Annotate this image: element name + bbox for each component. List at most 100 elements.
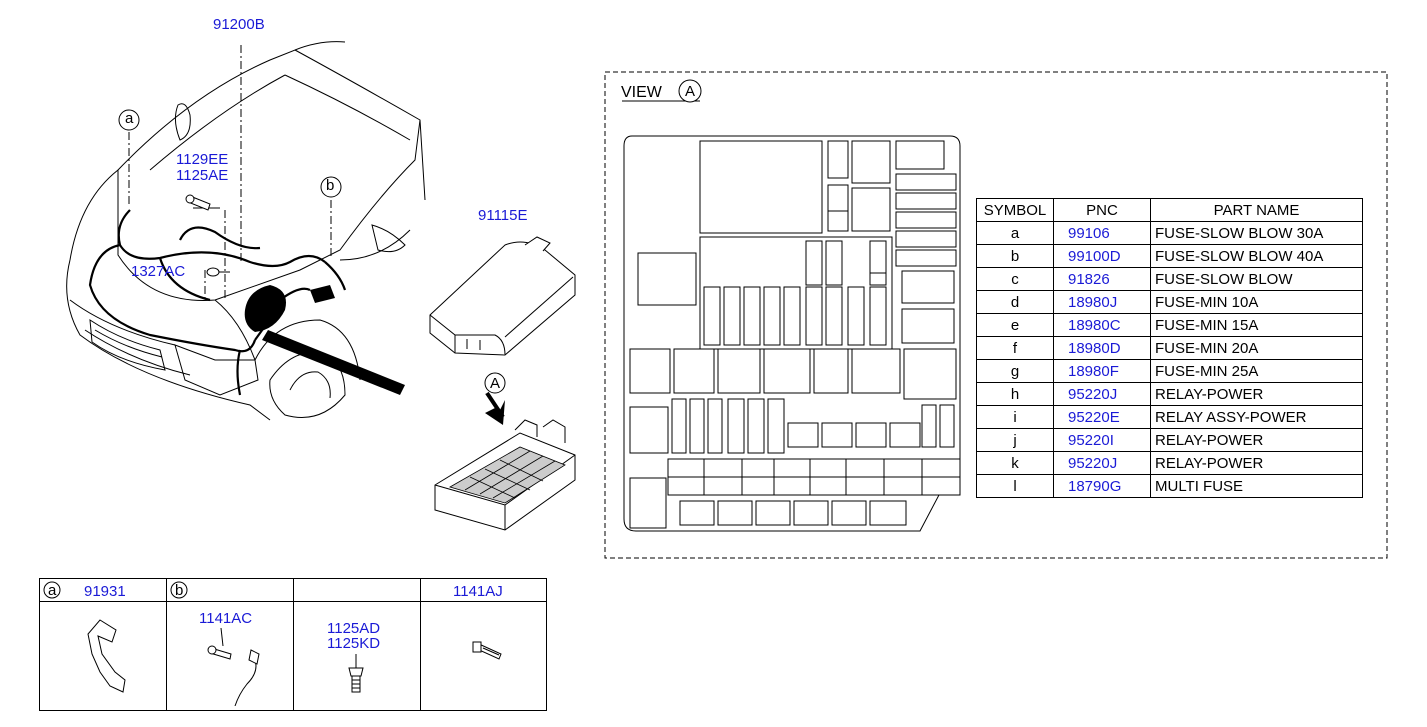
row-name: MULTI FUSE [1150,474,1363,498]
svg-text:c: c [866,426,873,442]
callout-b-circle [320,176,342,198]
row-pnc: 18980C [1053,313,1151,337]
bolt-pnc-1: 1129EE [176,151,229,168]
bolt-pnc-2: 1125AE [176,167,229,184]
bracket-icon [87,619,126,693]
svg-text:f: f [711,416,715,432]
row-symbol: k [976,451,1054,475]
bottom-col4-header: 1141AJ [420,578,547,602]
bottom-parts-table: a 91931 b 1141AJ 1141AC [39,578,547,711]
callout-b: b [326,177,335,194]
svg-text:k: k [871,362,879,378]
row-name: RELAY-POWER [1150,382,1363,406]
car-harness-illustration [66,41,426,421]
svg-text:e: e [916,193,924,209]
svg-text:e: e [675,416,683,432]
svg-text:h: h [922,272,930,288]
row-pnc: 95220J [1053,451,1151,475]
row-pnc: 95220E [1053,405,1151,429]
svg-text:e: e [727,302,735,318]
view-marker: A [490,375,501,392]
svg-text:f: f [772,416,776,432]
row-pnc: 18980F [1053,359,1151,383]
svg-text:l: l [756,462,759,478]
bottom-col4-pnc: 1141AJ [453,583,503,600]
svg-text:a: a [768,504,776,520]
svg-text:d: d [916,231,924,247]
row-name: FUSE-MIN 15A [1150,313,1363,337]
svg-text:i: i [692,362,695,378]
row-symbol: f [976,336,1054,360]
row-pnc: 18980J [1053,290,1151,314]
svg-text:e: e [830,249,838,265]
row-symbol: c [976,267,1054,291]
harness-pnc: 91200B [213,16,265,33]
bottom-col4-body [420,601,547,711]
svg-text:j: j [923,286,927,302]
row-symbol: d [976,290,1054,314]
view-symbol: A [685,83,696,100]
row-symbol: e [976,313,1054,337]
svg-text:b: b [806,504,814,520]
bottom-col3-header [293,578,421,602]
row-pnc: 18790G [1053,474,1151,498]
svg-text:l: l [826,462,829,478]
svg-text:c: c [900,426,907,442]
bottom-col3-pnc-1: 1125AD [327,620,381,637]
row-pnc: 95220I [1053,428,1151,452]
svg-text:d: d [810,249,818,265]
callout-a: a [125,110,134,127]
row-name: RELAY-POWER [1150,451,1363,475]
svg-text:a: a [692,504,700,520]
ground-bolt-icon [207,627,260,706]
svg-text:l: l [863,462,866,478]
row-symbol: h [976,382,1054,406]
svg-text:k: k [826,362,834,378]
svg-text:d: d [787,302,795,318]
svg-text:g: g [833,153,841,169]
svg-text:d: d [923,419,931,435]
row-pnc: 99100D [1053,244,1151,268]
svg-text:d: d [767,302,775,318]
row-name: RELAY ASSY-POWER [1150,405,1363,429]
view-a-frame [604,71,1388,559]
row-symbol: a [976,221,1054,245]
svg-text:f: f [810,302,814,318]
svg-text:h: h [922,318,930,334]
svg-text:j: j [644,422,648,438]
svg-text:l: l [901,462,904,478]
svg-text:d: d [851,302,859,318]
row-pnc: 18980D [1053,336,1151,360]
bottom-col2-header: b [166,578,294,602]
svg-text:b: b [730,504,738,520]
row-name: FUSE-MIN 25A [1150,359,1363,383]
header-pnc: PNC [1053,198,1151,222]
row-pnc: 99106 [1053,221,1151,245]
svg-text:c: c [832,426,839,442]
bolt-icon [472,641,502,660]
row-name: FUSE-SLOW BLOW [1150,267,1363,291]
row-pnc: 95220J [1053,382,1151,406]
svg-text:e: e [707,302,715,318]
bottom-col3-body: 1125AD 1125KD [293,601,421,711]
row-symbol: j [976,428,1054,452]
svg-text:e: e [731,416,739,432]
svg-text:d: d [747,302,755,318]
row-symbol: i [976,405,1054,429]
svg-text:h: h [646,362,654,378]
row-name: FUSE-MIN 20A [1150,336,1363,360]
svg-text:c: c [798,426,805,442]
svg-text:e: e [916,212,924,228]
row-symbol: b [976,244,1054,268]
svg-text:d: d [873,302,881,318]
fuse-box-cover-illustration [429,236,576,531]
row-name: FUSE-SLOW BLOW 40A [1150,244,1363,268]
callout-a-circle [118,109,140,131]
